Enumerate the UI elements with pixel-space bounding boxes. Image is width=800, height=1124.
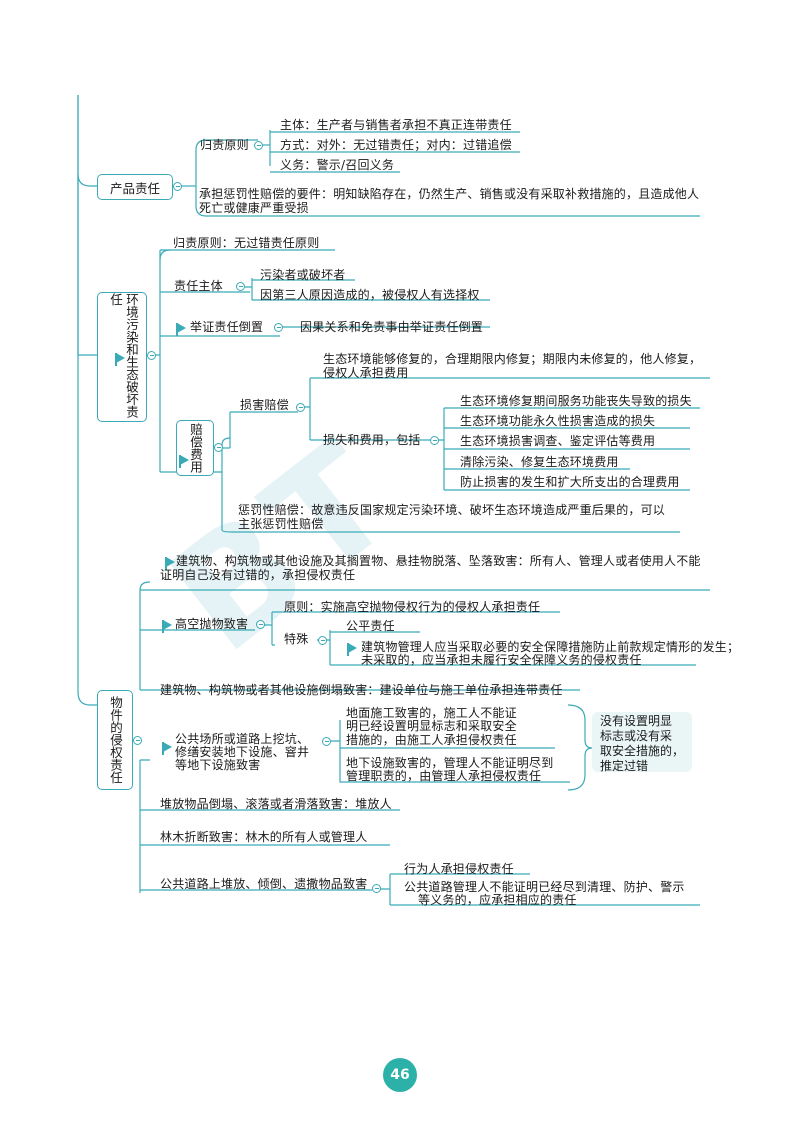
flag-icon (162, 620, 172, 633)
page-number: 46 (383, 1058, 417, 1092)
flag-icon (165, 557, 175, 570)
road-2a: 公共道路管理人不能证明已经尽到清理、防护、警示 (404, 880, 685, 894)
special-2b: 未采取的，应当承担未履行安全保障义务的侵权责任 (361, 653, 642, 667)
object-road: 公共道路上堆放、倾倒、遗撒物品致害 (160, 877, 368, 891)
dig-3: 等地下设施致害 (175, 758, 261, 772)
object-throw: 高空抛物致害 (175, 617, 249, 631)
road-1: 行为人承担侵权责任 (404, 862, 514, 876)
object-liability-node: 物件的侵权责任 (97, 690, 133, 790)
environment-subject-1: 污染者或破坏者 (260, 268, 346, 282)
environment-damage: 损害赔偿 (240, 398, 289, 412)
collapse-toggle-icon[interactable] (256, 620, 265, 629)
collapse-toggle-icon[interactable] (296, 403, 305, 412)
environment-subject: 责任主体 (174, 279, 223, 293)
collapse-toggle-icon[interactable] (147, 351, 156, 360)
loss-item-4: 清除污染、修复生态环境费用 (460, 455, 619, 469)
collapse-toggle-icon[interactable] (214, 443, 223, 452)
environment-repair-1: 生态环境能够修复的，合理期限内修复；期限内未修复的，他人修复， (323, 352, 702, 366)
flag-icon (115, 353, 125, 366)
throw-special: 特殊 (284, 632, 309, 646)
environment-repair-2: 侵权人承担费用 (323, 366, 409, 380)
collapse-toggle-icon[interactable] (322, 737, 331, 746)
object-fall-2: 证明自己没有过错的，承担侵权责任 (160, 568, 356, 582)
object-liability-title: 物件的侵权责任 (108, 696, 123, 784)
environment-loss: 损失和费用，包括 (323, 433, 421, 447)
environment-attribution: 归责原则：无过错责任原则 (173, 236, 320, 250)
flag-icon (176, 323, 186, 336)
environment-burden-detail: 因果关系和免责事由举证责任倒置 (300, 320, 484, 334)
product-attribution: 归责原则 (200, 138, 249, 152)
dig-a1: 地面施工致害的，施工人不能证 (346, 706, 517, 720)
flag-icon (179, 455, 189, 468)
road-2b: 等义务的，应承担相应的责任 (418, 893, 577, 907)
collapse-toggle-icon[interactable] (173, 182, 182, 191)
environment-punitive-1: 惩罚性赔偿：故意违反国家规定污染环境、破坏生态环境造成严重后果的，可以 (238, 503, 666, 517)
product-punitive-line-2: 死亡或健康严重受损 (199, 201, 309, 215)
loss-item-2: 生态环境功能永久性损害造成的损失 (460, 414, 656, 428)
object-tree: 林木折断致害：林木的所有人或管理人 (160, 830, 368, 844)
flag-icon (347, 643, 357, 656)
loss-item-5: 防止损害的发生和扩大所支出的合理费用 (460, 475, 680, 489)
collapse-toggle-icon[interactable] (254, 141, 263, 150)
dig-a3: 措施的，由施工人承担侵权责任 (346, 733, 517, 747)
special-2a: 建筑物管理人应当采取必要的安全保障措施防止前款规定情形的发生； (361, 640, 740, 654)
flag-icon (162, 742, 172, 755)
product-liability-title: 产品责任 (109, 180, 160, 196)
product-duty: 义务：警示/召回义务 (280, 158, 395, 172)
environment-punitive-2: 主张惩罚性赔偿 (238, 517, 324, 531)
collapse-toggle-icon[interactable] (430, 436, 439, 445)
product-liability-node: 产品责任 (97, 174, 173, 200)
collapse-toggle-icon[interactable] (236, 282, 245, 291)
compensation-node: 赔偿费用 (176, 420, 214, 476)
dig-2: 修缮安装地下设施、窨井 (175, 745, 310, 759)
object-collapse: 建筑物、构筑物或者其他设施倒塌致害：建设单位与施工单位承担连带责任 (160, 683, 563, 697)
environment-subject-2: 因第三人原因造成的，被侵权人有选择权 (260, 288, 480, 302)
dig-a2: 明已经设置明显标志和采取安全 (346, 719, 517, 733)
presumed-fault-note: 没有设置明显 标志或没有采 取安全措施的， 推定过错 (592, 712, 692, 773)
environment-burden: 举证责任倒置 (190, 320, 264, 334)
collapse-toggle-icon[interactable] (372, 884, 381, 893)
throw-principle: 原则：实施高空抛物侵权行为的侵权人承担责任 (284, 600, 541, 614)
environment-liability-title: 环境污染和生态破坏责任 (108, 293, 139, 418)
product-method: 方式：对外：无过错责任；对内：过错追偿 (280, 138, 512, 152)
product-subject: 主体：生产者与销售者承担不真正连带责任 (280, 118, 512, 132)
collapse-toggle-icon[interactable] (318, 636, 327, 645)
dig-b2: 管理职责的，由管理人承担侵权责任 (346, 769, 542, 783)
loss-item-3: 生态环境损害调查、鉴定评估等费用 (460, 434, 656, 448)
object-fall-1: 建筑物、构筑物或其他设施及其搁置物、悬挂物脱落、坠落致害：所有人、管理人或者使用… (176, 554, 701, 568)
product-punitive-line-1: 承担惩罚性赔偿的要件：明知缺陷存在，仍然生产、销售或没有采取补救措施的，且造成他… (199, 187, 700, 201)
collapse-toggle-icon[interactable] (274, 323, 283, 332)
dig-b1: 地下设施致害的，管理人不能证明尽到 (346, 756, 554, 770)
special-1: 公平责任 (346, 619, 395, 633)
loss-item-1: 生态环境修复期间服务功能丧失导致的损失 (460, 394, 692, 408)
object-stack: 堆放物品倒塌、滚落或者滑落致害：堆放人 (160, 797, 392, 811)
collapse-toggle-icon[interactable] (133, 736, 142, 745)
dig-1: 公共场所或道路上挖坑、 (175, 732, 310, 746)
